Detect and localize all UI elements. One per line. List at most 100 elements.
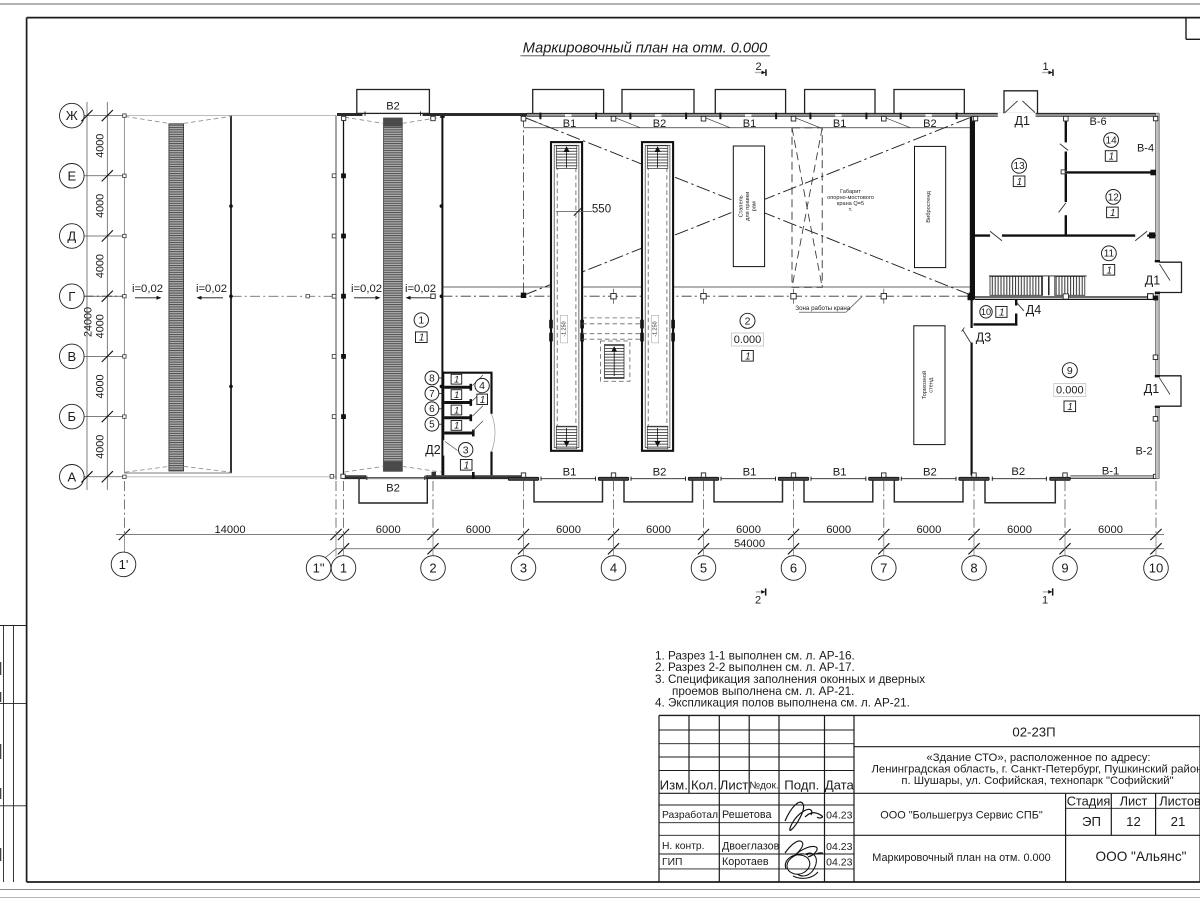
svg-text:3: 3 — [463, 444, 469, 456]
svg-text:14: 14 — [1106, 135, 1118, 146]
svg-text:Лист: Лист — [720, 777, 749, 792]
svg-text:1: 1 — [1017, 177, 1022, 188]
svg-text:В-6: В-6 — [1089, 116, 1106, 128]
svg-text:«Здание СТО», расположенное по: «Здание СТО», расположенное по адресу: — [926, 752, 1150, 764]
svg-text:ООО "Альянс": ООО "Альянс" — [1096, 849, 1187, 864]
svg-text:Д1: Д1 — [1145, 274, 1160, 288]
svg-text:Стадия: Стадия — [1067, 793, 1111, 808]
svg-text:7: 7 — [429, 389, 435, 400]
svg-text:21: 21 — [1171, 814, 1186, 829]
svg-text:В-2: В-2 — [1135, 446, 1152, 458]
svg-text:Коротаев: Коротаев — [722, 856, 769, 868]
svg-text:550: 550 — [592, 204, 611, 216]
svg-text:В2: В2 — [653, 118, 666, 130]
svg-text:2: 2 — [745, 315, 751, 327]
svg-text:6: 6 — [790, 561, 797, 576]
svg-text:6000: 6000 — [826, 524, 851, 536]
svg-text:7: 7 — [880, 561, 887, 576]
svg-text:i=0,02: i=0,02 — [196, 283, 227, 295]
svg-text:1: 1 — [464, 460, 469, 471]
svg-text:Подп.: Подп. — [784, 777, 819, 792]
svg-text:0.000: 0.000 — [734, 334, 762, 346]
svg-text:п. Шушары, ул. Софийская, техн: п. Шушары, ул. Софийская, технопарк "Соф… — [901, 775, 1173, 787]
svg-text:В1: В1 — [743, 118, 756, 130]
svg-text:10: 10 — [1149, 561, 1163, 576]
svg-text:5: 5 — [700, 561, 707, 576]
svg-text:6000: 6000 — [736, 524, 761, 536]
svg-text:4000: 4000 — [95, 134, 107, 158]
svg-text:Д2: Д2 — [425, 443, 440, 457]
svg-text:Е: Е — [67, 168, 76, 183]
svg-text:Лист: Лист — [1120, 793, 1148, 808]
svg-text:13: 13 — [1014, 161, 1026, 172]
svg-text:Стапель: Стапель — [739, 195, 745, 217]
svg-text:Г: Г — [68, 289, 75, 304]
svg-text:1: 1 — [418, 315, 424, 327]
svg-text:Двоеглазов: Двоеглазов — [722, 841, 780, 853]
svg-text:4: 4 — [479, 380, 485, 392]
svg-text:1: 1 — [454, 375, 459, 385]
svg-text:ООО "Большегруз Сервис СПБ": ООО "Большегруз Сервис СПБ" — [880, 810, 1043, 822]
svg-text:Решетова: Решетова — [722, 809, 772, 821]
svg-text:-1.250: -1.250 — [562, 321, 568, 336]
svg-text:для правки: для правки — [745, 192, 751, 221]
svg-text:2: 2 — [429, 561, 436, 576]
svg-text:Ж: Ж — [66, 108, 78, 123]
svg-text:В2: В2 — [1011, 466, 1025, 478]
svg-text:1. Разрез 1-1 выполнен см. л.: 1. Разрез 1-1 выполнен см. л. АР-16. — [655, 649, 855, 662]
svg-text:14000: 14000 — [214, 524, 245, 536]
svg-text:В1: В1 — [743, 467, 757, 479]
svg-text:В1: В1 — [563, 118, 576, 130]
svg-text:В1: В1 — [563, 467, 577, 479]
svg-text:5: 5 — [429, 420, 435, 431]
svg-text:02-23П: 02-23П — [1012, 724, 1055, 739]
svg-text:6000: 6000 — [916, 524, 941, 536]
svg-text:стенд: стенд — [929, 377, 935, 393]
svg-text:1": 1" — [313, 561, 325, 576]
svg-text:3. Спецификация заполнения око: 3. Спецификация заполнения оконных и две… — [655, 673, 925, 686]
svg-text:рам: рам — [751, 201, 757, 211]
svg-text:Кол.: Кол. — [691, 777, 717, 792]
svg-text:-1.250: -1.250 — [653, 321, 659, 336]
svg-text:6: 6 — [429, 404, 435, 415]
svg-text:Зона работы крана: Зона работы крана — [795, 305, 850, 312]
svg-text:1: 1 — [480, 395, 485, 406]
svg-text:Габарит: Габарит — [840, 189, 861, 195]
svg-text:№док.: №док. — [749, 780, 778, 791]
svg-text:11: 11 — [1104, 249, 1115, 260]
svg-text:Ленинградская область, г. Санк: Ленинградская область, г. Санкт-Петербур… — [872, 764, 1200, 776]
svg-text:04.23: 04.23 — [826, 841, 852, 853]
svg-text:2. Разрез 2-2 выполнен см. л.: 2. Разрез 2-2 выполнен см. л. АР-17. — [655, 661, 855, 674]
svg-text:крана Q=5: крана Q=5 — [837, 201, 864, 207]
svg-text:04.23: 04.23 — [826, 809, 852, 821]
svg-text:опорно-мостового: опорно-мостового — [827, 195, 874, 201]
svg-text:Разработал: Разработал — [662, 809, 718, 821]
svg-text:В2: В2 — [923, 118, 936, 130]
svg-text:В1: В1 — [833, 467, 847, 479]
svg-text:1: 1 — [1067, 402, 1072, 413]
svg-text:1': 1' — [119, 557, 129, 572]
svg-text:4000: 4000 — [95, 435, 107, 459]
svg-text:В-4: В-4 — [1137, 142, 1154, 154]
svg-text:Д1: Д1 — [1014, 114, 1029, 128]
svg-text:i=0,02: i=0,02 — [132, 283, 163, 295]
svg-text:3: 3 — [520, 561, 527, 576]
svg-text:4000: 4000 — [95, 194, 107, 218]
svg-text:1: 1 — [454, 421, 459, 431]
svg-text:В-1: В-1 — [1102, 466, 1120, 478]
svg-text:Н. контр.: Н. контр. — [662, 841, 705, 852]
svg-text:8: 8 — [970, 561, 977, 576]
svg-text:1: 1 — [454, 390, 459, 400]
svg-text:0.000: 0.000 — [1056, 385, 1084, 397]
svg-text:2: 2 — [755, 61, 761, 73]
svg-text:4. Экспликация полов выполнена: 4. Экспликация полов выполнена см. л. АР… — [655, 697, 910, 710]
svg-text:1: 1 — [419, 333, 424, 344]
svg-text:т.: т. — [849, 207, 853, 213]
svg-text:6000: 6000 — [556, 524, 581, 536]
svg-text:6000: 6000 — [466, 524, 491, 536]
svg-text:Д: Д — [67, 229, 76, 244]
svg-text:1: 1 — [1106, 265, 1111, 276]
svg-text:1: 1 — [340, 561, 347, 576]
svg-text:i=0,02: i=0,02 — [351, 283, 382, 295]
svg-text:6000: 6000 — [376, 524, 401, 536]
